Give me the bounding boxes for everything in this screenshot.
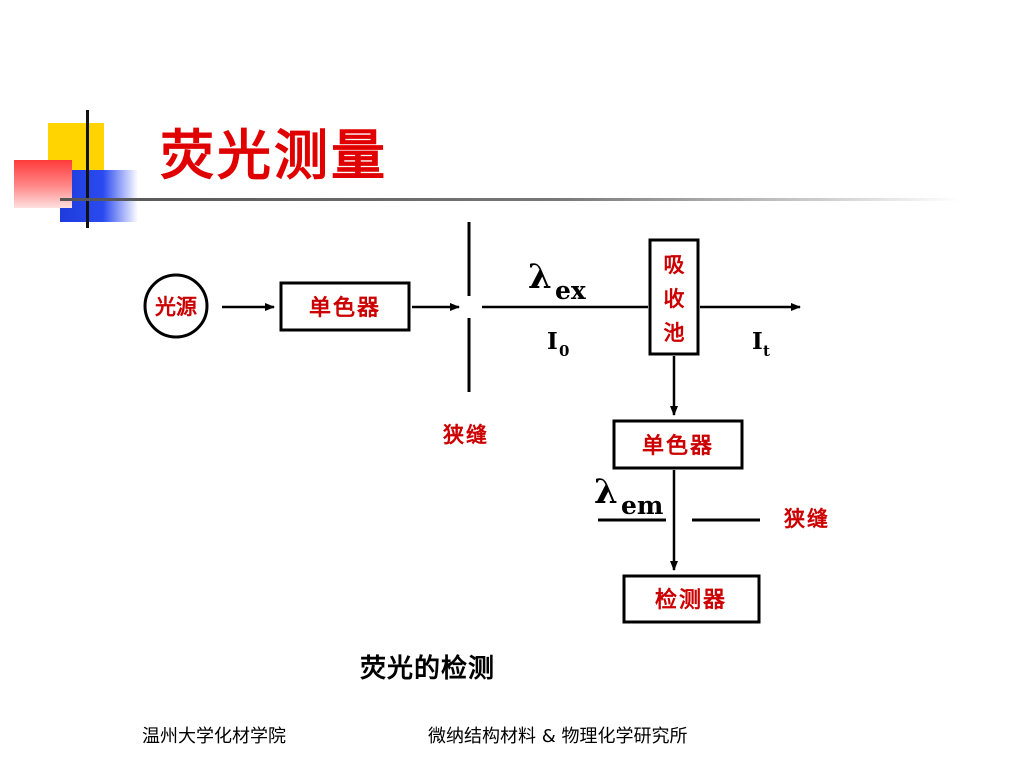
detector-label: 检测器 xyxy=(655,587,727,613)
transmitted-intensity-subscript: t xyxy=(763,342,770,360)
figure-caption: 荧光的检测 xyxy=(360,654,496,684)
incident-intensity-symbol: I xyxy=(547,328,558,355)
slit-2-label: 狭缝 xyxy=(783,506,830,531)
footer-research-group: 微纳结构材料 & 物理化学研究所 xyxy=(428,726,688,747)
lambda-ex-symbol: λ xyxy=(528,257,552,297)
absorption-cell-node: 吸 收 池 xyxy=(648,238,700,356)
light-source-label: 光源 xyxy=(154,294,197,319)
decor-vertical-line xyxy=(86,110,89,228)
title-underline xyxy=(60,198,960,201)
transmitted-intensity-symbol: I xyxy=(752,328,763,355)
absorption-cell-char-2: 收 xyxy=(664,286,685,311)
monochromator-2-label: 单色器 xyxy=(642,433,714,459)
footer-institution: 温州大学化材学院 xyxy=(142,726,286,747)
page-title: 荧光测量 xyxy=(160,123,388,187)
monochromator-2-node: 单色器 xyxy=(612,419,744,470)
slit-1-label: 狭缝 xyxy=(442,422,489,447)
lambda-em-symbol: λ xyxy=(594,472,618,512)
lambda-ex-subscript: ex xyxy=(555,276,587,305)
monochromator-1-label: 单色器 xyxy=(309,295,381,321)
decor-blue-square xyxy=(60,170,138,222)
detector-node: 检测器 xyxy=(622,574,761,624)
lambda-em-subscript: em xyxy=(621,491,663,520)
absorption-cell-char-1: 吸 xyxy=(664,252,686,277)
absorption-cell-char-3: 池 xyxy=(664,320,685,345)
incident-intensity-subscript: 0 xyxy=(559,342,569,360)
light-source-node: 光源 xyxy=(143,273,209,339)
monochromator-1-node: 单色器 xyxy=(279,281,411,332)
